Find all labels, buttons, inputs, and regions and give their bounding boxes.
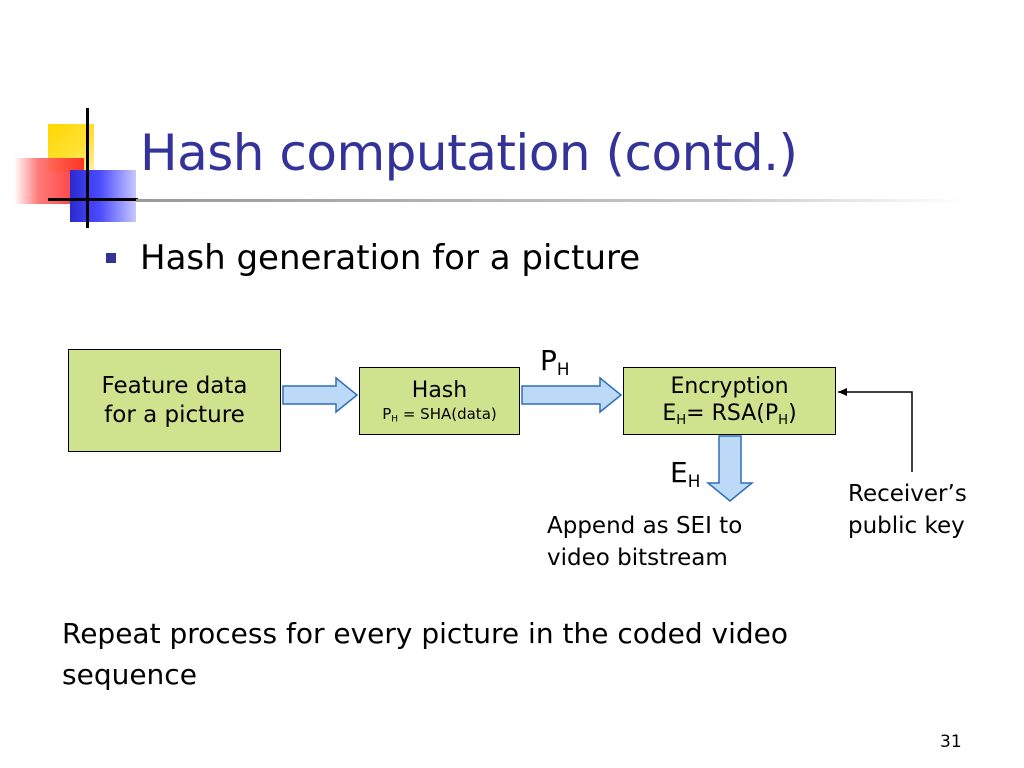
bullet-item: Hash generation for a picture (106, 238, 640, 278)
box-hash-title: Hash (411, 378, 468, 404)
label-eh-sub: H (687, 471, 701, 492)
append-sei-text: Append as SEI to video bitstream (547, 510, 742, 574)
bullet-square-icon (106, 253, 116, 263)
bullet-text: Hash generation for a picture (140, 238, 641, 278)
box-encryption-title: Encryption (670, 374, 789, 400)
box-feature-line2: for a picture (104, 401, 245, 428)
arrow-public-key (838, 388, 913, 472)
receiver-key-text: Receiver’s public key (848, 478, 967, 542)
label-eh-main: E (670, 456, 688, 489)
slide-logo (0, 0, 160, 240)
enc-formula-rsa: = RSA(P (686, 401, 779, 426)
label-ph-sub: H (556, 359, 570, 380)
box-encryption-formula: EH= RSA(PH) (662, 401, 796, 428)
logo-vertical-line (86, 108, 89, 228)
label-eh: EH (670, 456, 700, 489)
label-ph: PH (540, 344, 570, 377)
arrow-encryption-down (705, 435, 755, 502)
enc-formula-e: E (662, 401, 677, 426)
arrow-hash-to-encryption (521, 376, 623, 414)
title-underline (136, 199, 966, 202)
receiver-line2: public key (848, 513, 965, 540)
page-number: 31 (940, 732, 962, 752)
enc-formula-close: ) (788, 401, 797, 426)
logo-blue-square (70, 170, 136, 222)
repeat-process-text: Repeat process for every picture in the … (62, 617, 789, 691)
receiver-line1: Receiver’s (848, 481, 967, 507)
box-encryption: Encryption EH= RSA(PH) (623, 367, 836, 435)
hash-formula-rest: = SHA(data) (398, 405, 497, 424)
arrow-feature-to-hash (282, 376, 359, 414)
enc-formula-e-sub: H (676, 412, 687, 428)
hash-formula-p: P (382, 405, 392, 424)
hash-formula-sub: H (391, 414, 399, 425)
append-line1: Append as SEI to (547, 513, 743, 539)
box-hash-formula: PH = SHA(data) (382, 405, 497, 425)
box-hash: Hash PH = SHA(data) (359, 367, 520, 435)
append-line2: video bitstream (547, 545, 728, 572)
label-ph-main: P (540, 344, 557, 377)
box-feature-line1: Feature data (101, 373, 248, 400)
logo-horizontal-line (48, 198, 138, 201)
enc-formula-p-sub: H (778, 412, 789, 428)
slide-title: Hash computation (contd.) (140, 124, 798, 182)
box-feature-data: Feature data for a picture (68, 349, 281, 452)
